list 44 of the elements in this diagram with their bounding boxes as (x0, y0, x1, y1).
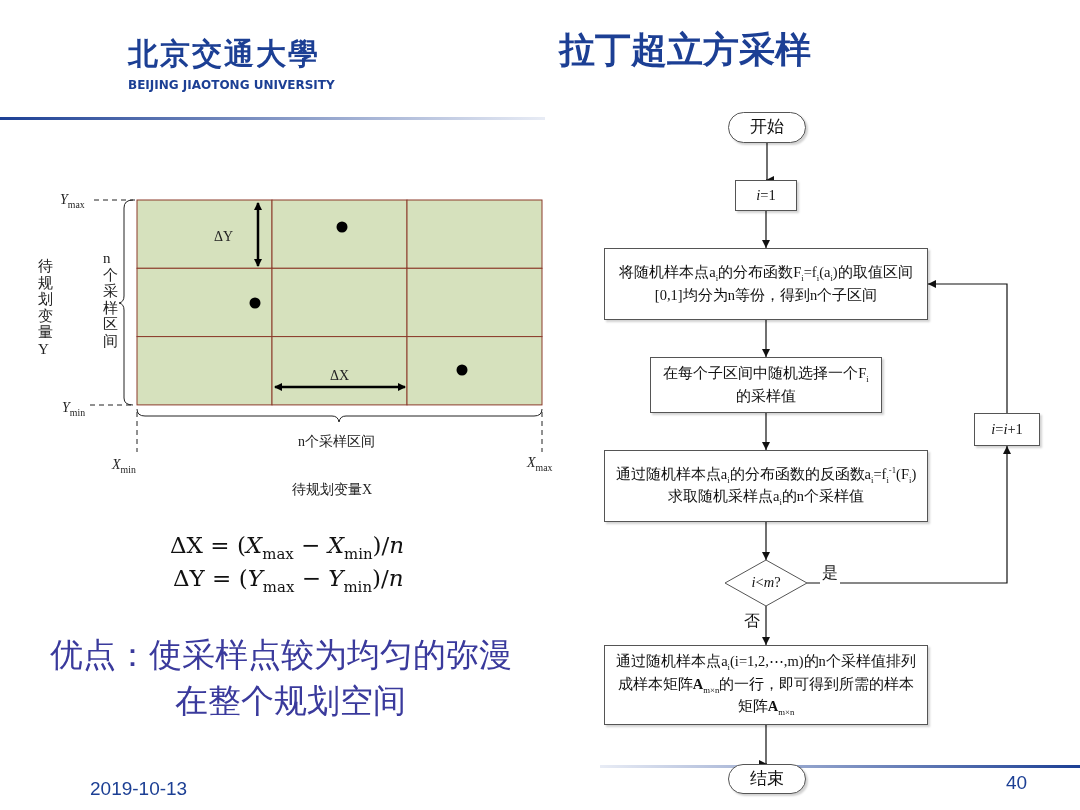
process-box (604, 248, 928, 320)
step-text: 将随机样本点a$_{i}$的分布函数F$_{i}$=f$_{i}$(a$_{i}$)的取值区间[0,1]均分为n等份，得到n个子区间 (618, 263, 914, 305)
step-text: 通过随机样本点a$_{i}$(i=1,2,⋯,m)的n个采样值排列成样本矩阵A$_{m×n}$的一行，即可得到所需的样本矩阵A$_{m×n}$ (615, 652, 917, 719)
axis-label: 待规划变量Y (38, 258, 53, 357)
arrow (927, 280, 1008, 414)
step-text: i=1 (756, 186, 776, 205)
formula: ΔX = (X$_{max}$ − X$_{min}$)/n (170, 532, 405, 563)
process-box (650, 357, 882, 413)
axis-label: Y$_{min}$ (62, 400, 86, 418)
arrow (762, 210, 770, 249)
axis-label: n个采样区间 (103, 250, 118, 349)
step-text: 在每个子区间中随机选择一个F$_{i}$的采样值 (662, 364, 870, 406)
step-text: 结束 (750, 767, 784, 790)
note-text: 优点：使采样点较为均匀的弥漫在整个规划空间 (50, 634, 513, 723)
edge-label: 是 (820, 563, 840, 584)
arrow (762, 605, 770, 646)
slide-title: 拉丁超立方采样 (557, 28, 812, 72)
axis-label: 待规划变量X (292, 481, 373, 499)
footer-text: 40 (1006, 772, 1028, 794)
decision-diamond (725, 560, 807, 606)
arrow (762, 521, 770, 561)
axis-label: ΔX (330, 368, 350, 384)
arrow (806, 445, 1011, 584)
process-box (735, 180, 797, 211)
process-box (974, 413, 1040, 446)
axis-label: n个采样区间 (298, 433, 375, 451)
condition-text: i<m? (751, 573, 781, 593)
university-name: 北京交通大學 (128, 35, 320, 73)
footer-text: 2019-10-13 (90, 778, 188, 800)
axis-label: X$_{max}$ (527, 455, 553, 473)
university-name: BEIJING JIAOTONG UNIVERSITY (128, 78, 335, 92)
terminal-pill (728, 764, 806, 794)
process-box (604, 450, 928, 522)
arrow (762, 412, 770, 451)
axis-label: X$_{min}$ (112, 457, 136, 475)
step-text: 通过随机样本点a$_{i}$的分布函数的反函数a$_{i}$=f$_{i}$$^{-1}$(F$_{i}$)求取随机采样点a$_{i}$的n个采样值 (614, 463, 918, 509)
arrow (762, 319, 770, 358)
terminal-pill (728, 112, 806, 143)
axis-label: ΔY (214, 229, 234, 245)
step-text: i=i+1 (991, 420, 1023, 439)
formula: ΔY = (Y$_{max}$ − Y$_{min}$)/n (173, 565, 404, 596)
axis-label: Y$_{max}$ (60, 192, 85, 210)
process-box (604, 645, 928, 725)
step-text: 开始 (750, 116, 784, 139)
